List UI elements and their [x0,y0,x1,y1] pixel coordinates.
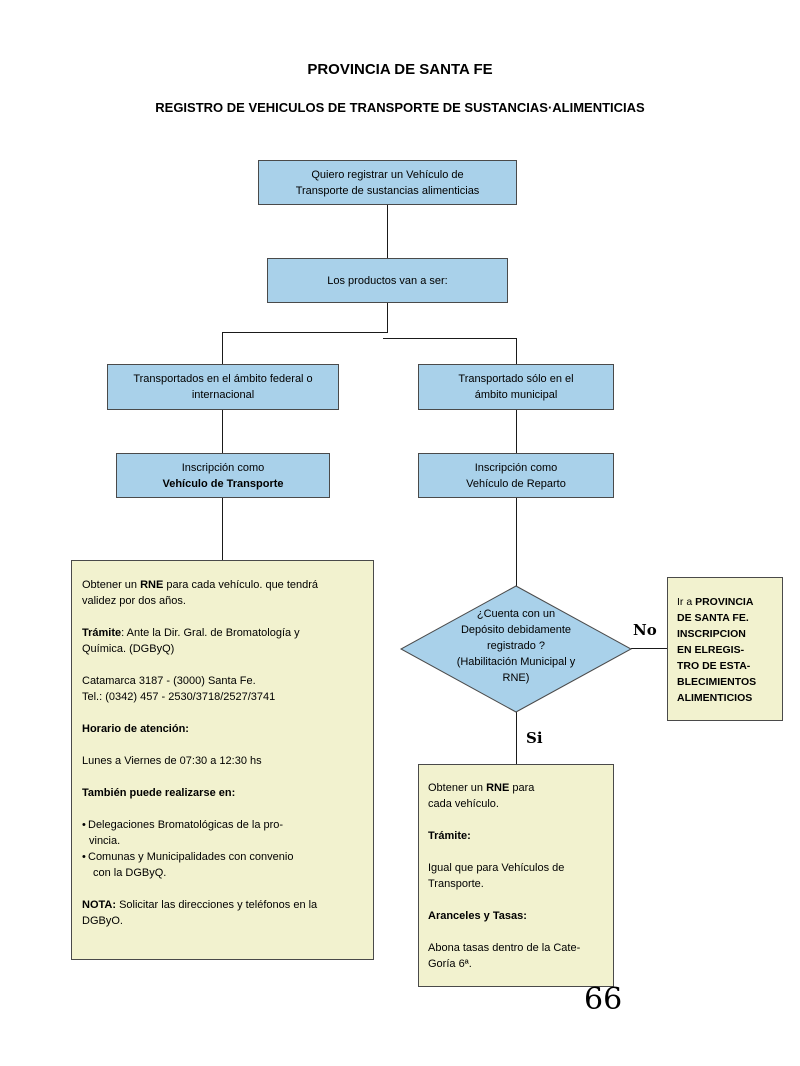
connector-decision-no [631,648,668,649]
santa-fe-l5: TRO DE ESTA- [677,660,751,672]
decision-line5: RNE) [502,672,530,684]
connector-split-right [383,338,517,339]
insc-reparto-line2: Vehículo de Reparto [466,477,566,490]
santa-fe-l3: INSCRIPCION [677,628,746,640]
connector-federal-inscription [222,409,223,454]
nota-label: NOTA: [82,899,117,911]
connector-transporte-info [222,497,223,560]
santa-fe-l4: EN ELREGIS- [677,644,745,656]
address-text: Catamarca 3187 - (3000) Santa Fe. [82,675,256,687]
page-subtitle: REGISTRO DE VEHICULOS DE TRANSPORTE DE S… [155,100,645,115]
connector-split-left [222,332,388,333]
decision-line1: ¿Cuenta con un [476,608,556,620]
municipal-line1: Transportado sólo en el [458,373,574,385]
santa-fe-prefix: Ir a [677,596,696,608]
no-label: No [633,621,657,639]
municipal-box: Transportado sólo en el ámbito municipal [418,364,614,410]
decision-diamond [399,585,633,713]
start-line2: Transporte de sustancias alimenticias [295,184,480,197]
inscription-reparto-box: Inscripción como Vehículo de Reparto [418,453,614,498]
connector-municipal-inscription [516,409,517,454]
phone-text: Tel.: (0342) 457 - 2530/3718/2527/3741 [82,691,276,703]
decision-text: ¿Cuenta con un Depósito debidamente regi… [451,606,581,686]
connector-start-products [387,204,388,259]
decision-line3: registrado ? [486,640,546,652]
santa-fe-l6: BLECIMIENTOS [677,676,757,688]
si-label: Si [526,729,543,747]
federal-line2: internacional [191,389,255,401]
insc-transporte-line1: Inscripción como [181,461,265,474]
decision-line4: (Habilitación Municipal y [456,656,576,668]
transporte-info-box: Obtener un RNE para cada vehículo. que t… [71,560,374,960]
rne-text: RNE [486,782,510,794]
federal-box: Transportados en el ámbito federal o int… [107,364,339,410]
list-item: •Delegaciones Bromatológicas de la pro-v… [82,819,284,847]
start-line1: Quiero registrar un Vehículo de [311,168,464,181]
santa-fe-l7: ALIMENTICIOS [677,692,753,704]
insc-transporte-line2: Vehículo de Transporte [162,477,284,490]
rne-text: RNE [140,579,164,591]
horario-label: Horario de atención: [82,723,189,735]
connector-products-split [387,302,388,332]
connector-split-federal [222,332,223,365]
santa-fe-box: Ir a PROVINCIA DE SANTA FE. INSCRIPCION … [667,577,783,721]
page-number: 66 [584,982,623,1017]
products-box: Los productos van a ser: [267,258,508,303]
products-text: Los productos van a ser: [327,274,448,287]
municipal-line2: ámbito municipal [474,389,558,401]
start-box: Quiero registrar un Vehículo de Transpor… [258,160,517,205]
tramite-label: Trámite [82,627,122,639]
reparto-info-box: Obtener un RNE para cada vehículo. Trámi… [418,764,614,987]
santa-fe-l1: PROVINCIA [695,596,754,608]
inscription-transporte-box: Inscripción como Vehículo de Transporte [116,453,330,498]
santa-fe-l2: DE SANTA FE. [677,612,749,624]
decision-line2: Depósito debidamente [460,624,572,636]
federal-line1: Transportados en el ámbito federal o [133,373,313,385]
connector-decision-si [516,711,517,765]
connector-split-municipal [516,338,517,365]
page-title: PROVINCIA DE SANTA FE [307,61,493,78]
insc-reparto-line1: Inscripción como [474,461,558,474]
aranceles-label: Aranceles y Tasas: [428,910,527,922]
connector-reparto-decision [516,497,517,587]
tambien-label: También puede realizarse en: [82,787,236,799]
tramite-label: Trámite: [428,830,471,842]
horario-text: Lunes a Viernes de 07:30 a 12:30 hs [82,755,262,767]
